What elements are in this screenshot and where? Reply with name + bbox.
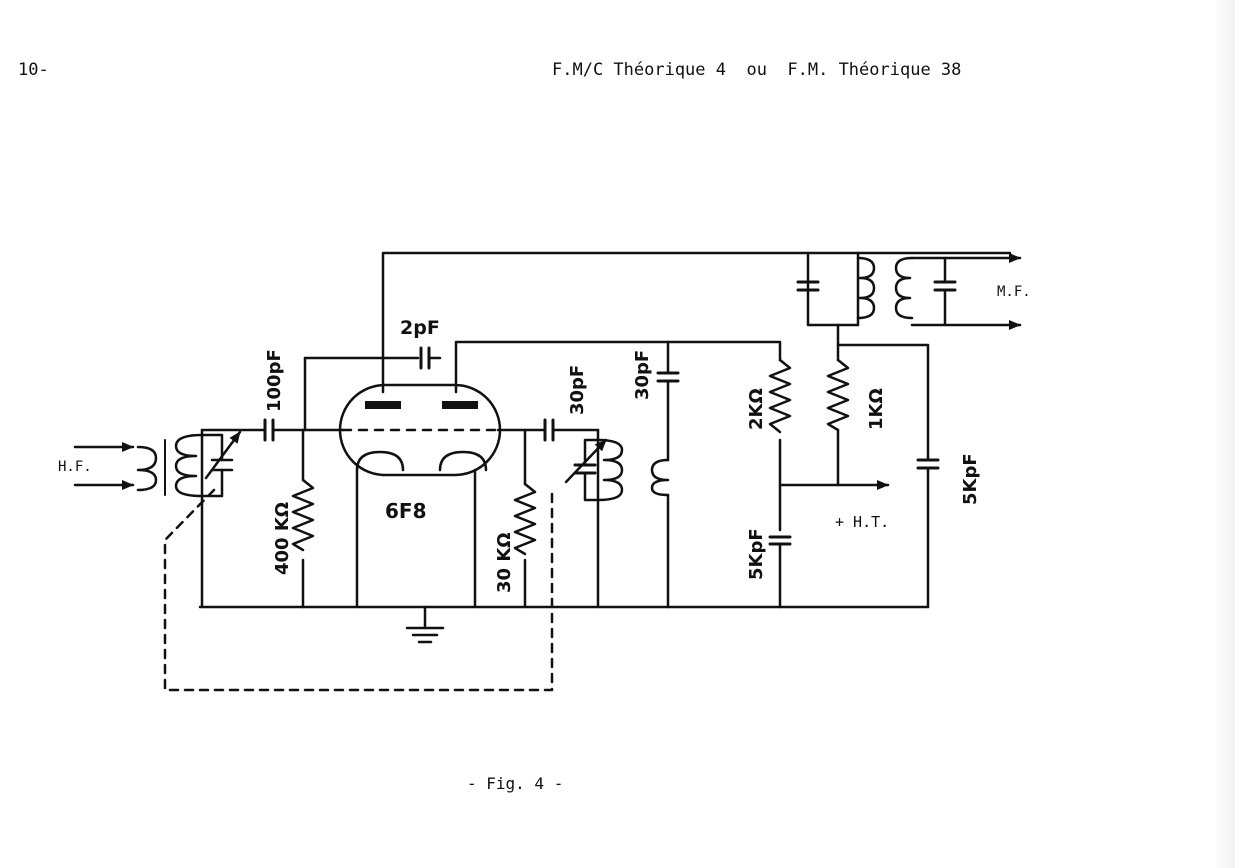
label-30pf-b: 30pF	[632, 350, 653, 400]
plate-1-icon	[365, 401, 401, 409]
label-2k: 2KΩ	[746, 388, 767, 430]
osc-coil-icon	[596, 438, 624, 502]
if-primary-coil-icon	[856, 256, 876, 320]
tube-label: 6F8	[385, 499, 427, 523]
if-transformer	[856, 253, 1022, 330]
ht-label: + H.T.	[835, 513, 889, 531]
ht-feed-wire	[666, 340, 888, 485]
tube-6f8	[338, 383, 502, 477]
feedback-coil-icon	[650, 458, 670, 497]
scan-edge-shadow	[1213, 0, 1235, 868]
plate-2-icon	[442, 401, 478, 409]
resistor-2k-icon	[768, 358, 792, 434]
variable-cap-arrow-icon	[204, 430, 242, 480]
cathode-2-icon	[438, 450, 488, 472]
label-5kpf-a: 5KpF	[746, 528, 767, 580]
plate-top-wire	[381, 251, 1012, 394]
hf-primary-coil-icon	[136, 445, 158, 492]
resistor-1k-icon	[826, 358, 850, 432]
input-label: H.F.	[58, 459, 92, 475]
wires	[198, 251, 1012, 609]
resistor-30k-icon	[513, 482, 537, 556]
resistors	[291, 358, 850, 556]
label-100pf: 100pF	[264, 349, 285, 412]
label-1k: 1KΩ	[866, 388, 887, 430]
resistor-400k-icon	[291, 478, 315, 552]
if-secondary-coil-icon	[894, 256, 914, 320]
output-label: M.F.	[997, 284, 1031, 300]
ganged-tuning-link	[163, 488, 554, 692]
page-number: 10-	[18, 60, 49, 80]
hf-input	[73, 430, 242, 498]
capacitors	[263, 280, 940, 546]
variable-cap-arrow-icon	[564, 438, 608, 484]
hf-secondary-coil-icon	[174, 433, 204, 498]
figure-caption: - Fig. 4 -	[467, 774, 564, 793]
label-30pf-a: 30pF	[567, 365, 588, 415]
cathode-1-icon	[355, 450, 405, 472]
label-2pf: 2pF	[400, 317, 440, 339]
page-header: F.M/C Théorique 4 ou F.M. Théorique 38	[552, 60, 962, 80]
label-5kpf-b: 5KpF	[960, 453, 981, 505]
label-30k: 30 KΩ	[494, 532, 515, 593]
osc-tank	[564, 438, 670, 502]
ground-icon	[405, 605, 445, 644]
label-400k: 400 KΩ	[272, 502, 293, 575]
